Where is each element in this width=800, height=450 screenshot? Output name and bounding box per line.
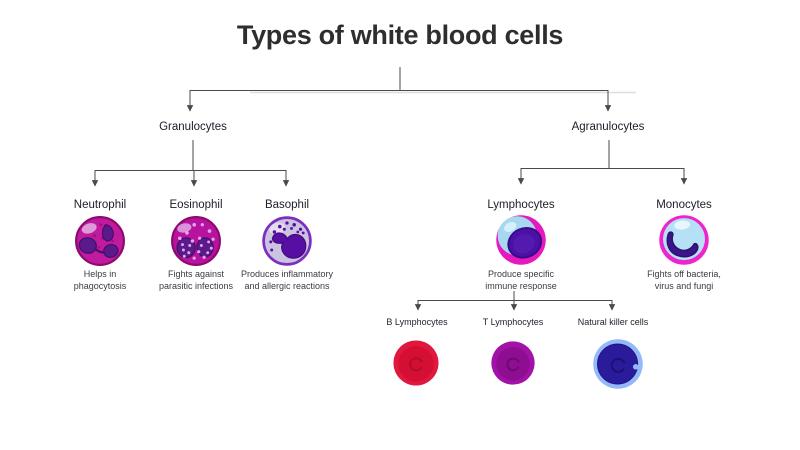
desc-line: and allergic reactions (244, 281, 330, 291)
desc-line: Produce specific (487, 269, 555, 279)
node-b-lymphocytes-label: B Lymphocytes (386, 317, 448, 327)
connector-lines (91, 67, 688, 311)
monocytes-description: Fights off bacteria, virus and fungi (647, 268, 721, 292)
desc-line: Helps in (83, 269, 117, 279)
desc-line: phagocytosis (73, 281, 127, 291)
node-agranulocytes: Agranulocytes (571, 121, 645, 133)
neutrophil-cell-icon (75, 216, 125, 266)
basophil-description: Produces inflammatory and allergic react… (241, 268, 333, 292)
node-eosinophil-label: Eosinophil (169, 199, 223, 211)
page-title: Types of white blood cells (236, 20, 564, 50)
node-granulocytes: Granulocytes (159, 121, 227, 133)
node-t-lymphocytes-label: T Lymphocytes (482, 317, 544, 327)
b-lymphocyte-cell-icon (393, 340, 439, 386)
desc-line: parasitic infections (158, 281, 234, 291)
desc-line: Produces inflammatory (240, 269, 334, 279)
desc-line: Fights off bacteria, (647, 269, 721, 279)
t-lymphocyte-cell-icon (491, 341, 535, 385)
node-lymphocytes-label: Lymphocytes (487, 199, 555, 211)
desc-line: virus and fungi (654, 281, 714, 291)
lymphocytes-description: Produce specific immune response (485, 268, 557, 292)
lymphocyte-cell-icon (496, 215, 546, 265)
neutrophil-description: Helps in phagocytosis (74, 268, 127, 292)
node-monocytes-label: Monocytes (656, 199, 712, 211)
node-basophil-label: Basophil (264, 199, 310, 211)
monocyte-cell-icon (659, 215, 709, 265)
nk-cell-icon (593, 339, 643, 389)
desc-line: immune response (485, 281, 557, 291)
node-nk-cells-label: Natural killer cells (577, 317, 649, 327)
eosinophil-description: Fights against parasitic infections (159, 268, 233, 292)
basophil-cell-icon (262, 216, 312, 266)
desc-line: Fights against (167, 269, 225, 279)
eosinophil-cell-icon (171, 216, 221, 266)
node-neutrophil-label: Neutrophil (73, 199, 127, 211)
